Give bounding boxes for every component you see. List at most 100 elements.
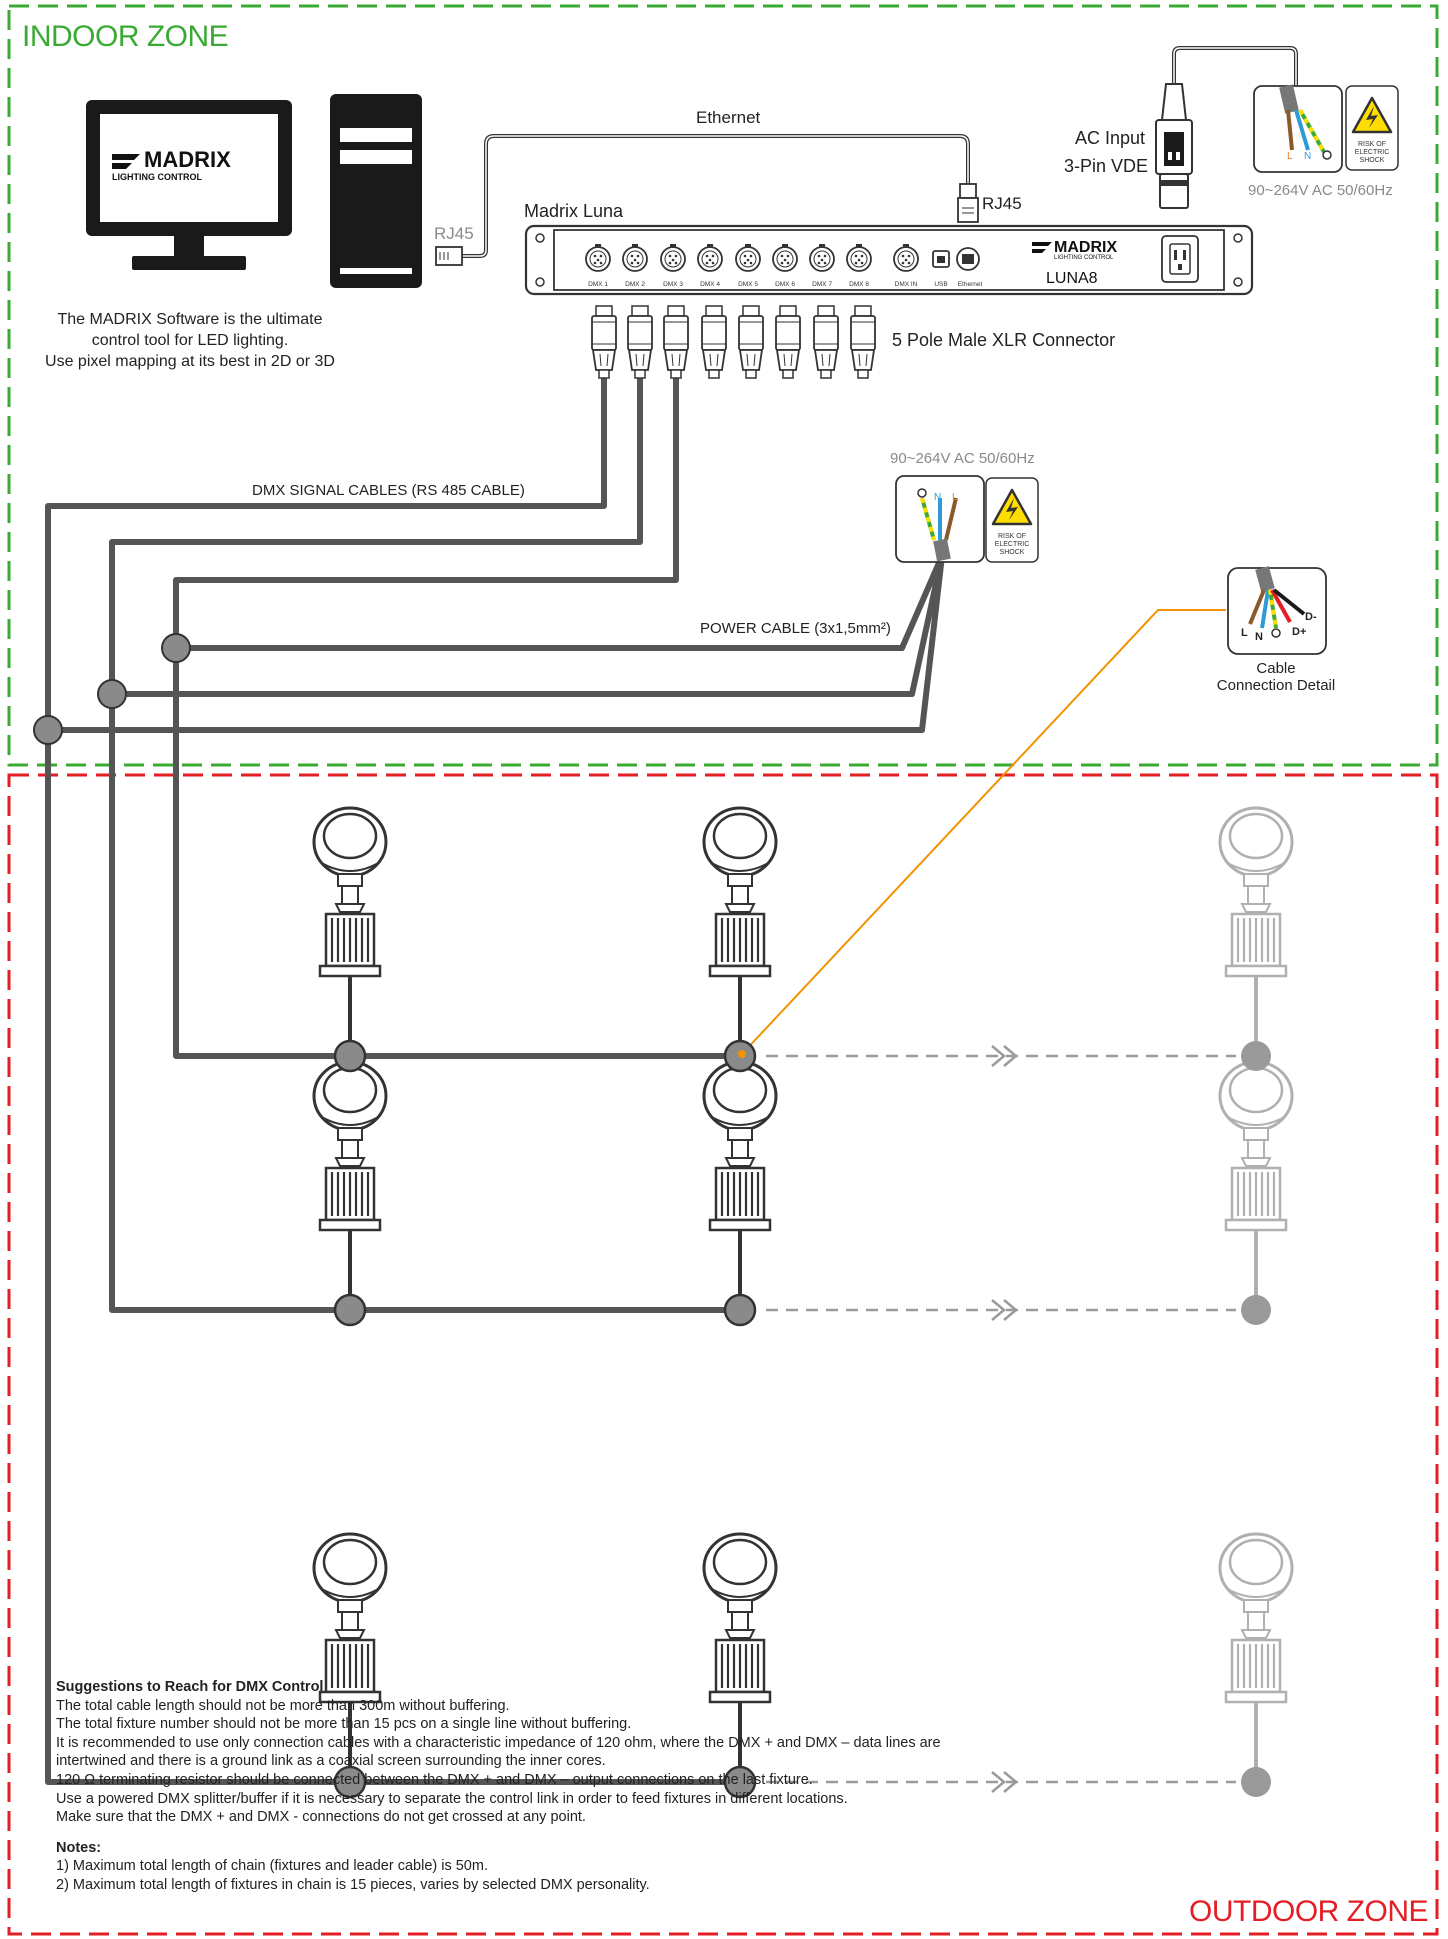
junction-node [1241,1041,1271,1071]
suggestion-line: intertwined and there is a ground link a… [56,1753,606,1770]
suggestion-line: 120 Ω terminating resistor should be con… [56,1771,813,1788]
device-model-label: LUNA8 [1046,270,1098,287]
junction-node [723,1765,757,1799]
power-cable-label: POWER CABLE (3x1,5mm²) [700,620,891,637]
fixture-icon [702,806,778,1060]
power-wire-block-icon: N L [895,475,985,563]
ac-input-title: AC Input [1074,128,1146,148]
xlr-plug-8-icon [850,305,876,379]
port-label-dmx3: DMX 3 [663,281,683,288]
device-logo-text: MADRIX [1054,239,1117,256]
power-cables [48,554,945,733]
xlr-plug-5-icon [738,305,764,379]
xlr-plug-3-icon [663,305,689,379]
xlr-plug-2-icon [627,305,653,379]
power-warning-line3: SHOCK [1000,549,1025,556]
xlr-connector-label: 5 Pole Male XLR Connector [892,330,1116,350]
xlr-plug-4-icon [701,305,727,379]
power-warning-icon: RISK OF ELECTRIC SHOCK [984,476,1040,564]
cable-detail-line2: Connection Detail [1216,677,1336,694]
rj45-plug-pc-icon [435,246,463,266]
port-label-dmx1: DMX 1 [588,281,608,288]
note-line: 2) Maximum total length of fixtures in c… [56,1876,650,1893]
ac-wire-label-l: L [1287,151,1293,162]
fixture-icon [312,806,388,1060]
power-voltage-label: 90~264V AC 50/60Hz [890,450,1035,467]
junction-node [33,715,63,745]
suggestion-line: The total cable length should not be mor… [56,1697,510,1714]
rj45-device-label: RJ45 [982,194,1022,213]
cable-detail-line1: Cable [1256,660,1296,677]
notes-section: Suggestions to Reach for DMX Control The… [56,1678,1156,1895]
port-label-dmx-in: DMX IN [895,281,918,288]
ac-input-subtitle: 3-Pin VDE [1063,156,1149,176]
detail-wire-label-l: L [1241,627,1248,639]
port-label-dmx4: DMX 4 [700,281,720,288]
monitor-logo-sub: LIGHTING CONTROL [112,172,202,182]
port-label-ethernet: Ethernet [958,281,983,288]
notes-title: Notes: [56,1839,102,1856]
cable-detail-icon: L N D+ D- [1227,566,1327,655]
port-label-dmx8: DMX 8 [849,281,869,288]
junction-node [333,1765,367,1799]
ac-plug-icon [1155,83,1193,209]
ac-warning-line2: ELECTRIC [1355,149,1390,156]
rj45-pc-label: RJ45 [434,224,474,243]
detail-wire-label-n: N [1255,631,1263,643]
port-label-dmx6: DMX 6 [775,281,795,288]
port-label-dmx5: DMX 5 [738,281,758,288]
junction-node [97,679,127,709]
monitor-icon: MADRIX LIGHTING CONTROL [86,100,292,270]
port-label-dmx2: DMX 2 [625,281,645,288]
suggestion-line: Make sure that the DMX + and DMX - conne… [56,1809,586,1826]
ethernet-label: Ethernet [696,108,761,127]
power-warning-line2: ELECTRIC [995,541,1030,548]
junction-node [161,633,191,663]
indoor-zone-title: INDOOR ZONE [22,20,229,53]
power-warning-line1: RISK OF [998,533,1026,540]
device-logo-icon: MADRIX LIGHTING CONTROL [1032,239,1117,261]
suggestion-line: Use a powered DMX splitter/buffer if it … [56,1790,848,1807]
port-label-usb: USB [934,281,947,288]
outdoor-end-junctions [1241,1041,1271,1797]
xlr-plug-7-icon [813,305,839,379]
rj45-plug-device-icon [957,183,979,223]
suggestion-line: It is recommended to use only connection… [56,1734,941,1751]
note-line: 1) Maximum total length of chain (fixtur… [56,1858,488,1875]
outdoor-junctions [333,1039,757,1799]
detail-wire-label-dminus: D- [1305,611,1317,623]
fixture-icon [1218,806,1294,1060]
power-wire-label-l: L [952,492,958,503]
software-description: The MADRIX Software is the ultimate cont… [45,311,335,370]
port-label-dmx7: DMX 7 [812,281,832,288]
suggestions-title: Suggestions to Reach for DMX Control [56,1679,324,1695]
fixture-icon [702,1060,778,1314]
continuation-lines [766,1045,1236,1793]
fixture-icon [1218,1060,1294,1314]
fixture-icon [312,1060,388,1314]
monitor-logo-text: MADRIX [144,147,231,172]
madrix-logo-icon: MADRIX LIGHTING CONTROL [112,147,231,182]
xlr-plug-1-icon [591,305,617,379]
ac-warning-line1: RISK OF [1358,141,1386,148]
pc-tower-icon [330,94,422,288]
indoor-zone-border [7,4,1439,767]
fixture-icon [1218,1532,1294,1786]
ac-warning-icon: RISK OF ELECTRIC SHOCK [1344,84,1400,172]
junction-node [333,1293,367,1327]
ac-wire-label-n: N [1304,151,1311,162]
dmx-signal-cable-label: DMX SIGNAL CABLES (RS 485 CABLE) [252,482,525,499]
dmx-signal-cables [45,378,740,1785]
ac-input-voltage: 90~264V AC 50/60Hz [1248,182,1393,199]
madrix-luna-device: DMX 1 DMX 2 DMX 3 DMX 4 DMX 5 DMX 6 DMX … [524,224,1254,296]
junction-node [1241,1767,1271,1797]
junction-node [723,1293,757,1327]
xlr-plug-6-icon [775,305,801,379]
device-logo-sub: LIGHTING CONTROL [1054,255,1114,261]
outdoor-zone-border [7,773,1439,1936]
suggestion-line: The total fixture number should not be m… [56,1716,632,1733]
ac-warning-line3: SHOCK [1360,157,1385,164]
ac-wire-block-icon: L N [1253,84,1343,173]
junction-node [1241,1295,1271,1325]
